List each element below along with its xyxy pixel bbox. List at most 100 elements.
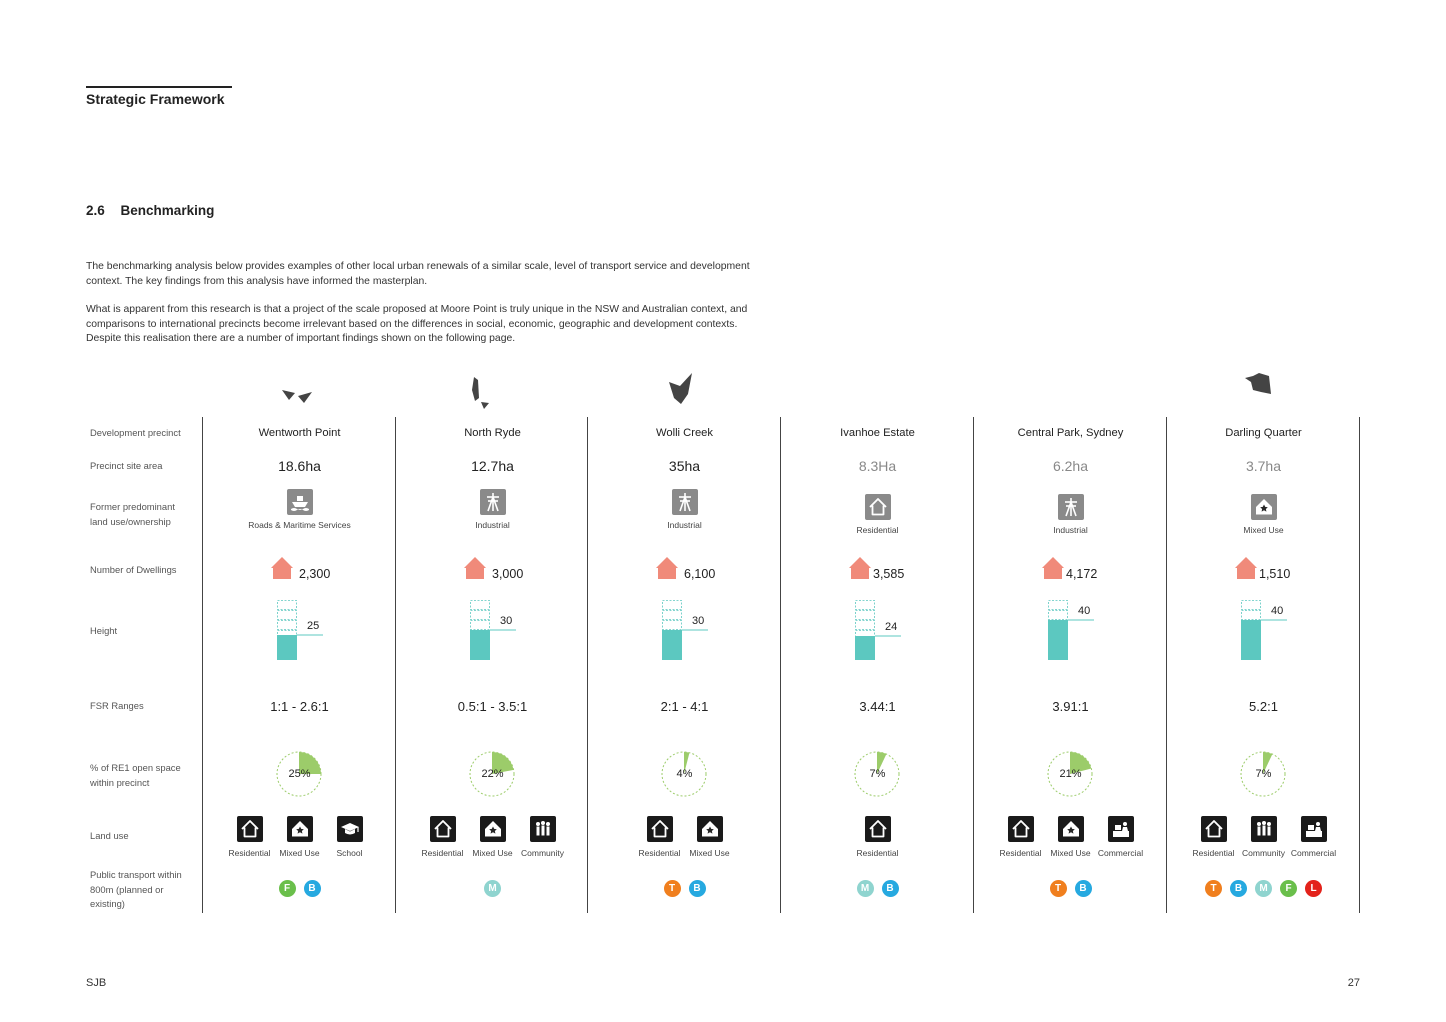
dwellings-value: 3,000 [492, 567, 524, 581]
transport-badge-t: T [1205, 880, 1222, 897]
dwelling-house-icon [656, 557, 678, 584]
transport-badge-t: T [1049, 880, 1067, 897]
transport-badge-b: B [303, 880, 321, 897]
precinct-name: Ivanhoe Estate [840, 427, 915, 439]
precinct-silhouette-icon [1167, 368, 1360, 412]
land-use-item: Commercial [1097, 816, 1144, 858]
land-use-item: Mixed Use [1049, 816, 1093, 858]
land-use-item: Community [1242, 816, 1286, 858]
precinct-name: North Ryde [464, 427, 521, 439]
house-icon [1007, 816, 1034, 842]
column-divider [780, 417, 781, 913]
precinct-silhouette-icon [588, 368, 781, 412]
open-space-pie [781, 360, 974, 820]
land-use-label: Commercial [1097, 848, 1144, 858]
precinct-silhouette-icon [396, 368, 589, 412]
land-use-row: Residential Mixed Use [588, 816, 781, 858]
transport-badge-m: M [1255, 880, 1272, 897]
row-label-dwellings: Number of Dwellings [90, 564, 177, 575]
dwellings-value: 1,510 [1259, 567, 1291, 581]
land-use-label: Residential [638, 848, 681, 858]
height-gauge [1241, 600, 1287, 660]
land-use-row: Residential [781, 816, 974, 858]
commercial-icon [1107, 816, 1134, 842]
land-use-item: Community [521, 816, 565, 858]
column-divider [587, 417, 588, 913]
dwellings-value: 6,100 [684, 567, 716, 581]
section-number: 2.6 [86, 203, 105, 218]
former-land-use-label: Industrial [1053, 525, 1088, 535]
fsr-range: 0.5:1 - 3.5:1 [457, 699, 528, 714]
land-use-label: Residential [228, 848, 271, 858]
open-space-value: 7% [869, 768, 886, 780]
column-divider [395, 417, 396, 913]
house-icon [429, 816, 456, 842]
height-gauge [277, 600, 323, 660]
precinct-area: 3.7ha [1245, 458, 1282, 474]
land-use-label: Mixed Use [279, 848, 320, 858]
precinct-area: 8.3Ha [858, 458, 897, 474]
former-land-use-label: Industrial [475, 520, 510, 530]
house-icon [236, 816, 263, 842]
precinct-name: Central Park, Sydney [1017, 427, 1124, 439]
precinct-name: Wolli Creek [656, 427, 713, 439]
land-use-label: Mixed Use [1050, 848, 1091, 858]
dwellings-value: 4,172 [1066, 567, 1098, 581]
transport-badge-l: L [1305, 880, 1322, 897]
transport-badge-f: F [278, 880, 296, 897]
dwelling-house-icon [271, 557, 293, 584]
land-use-label: Residential [421, 848, 464, 858]
land-use-item: Commercial [1290, 816, 1337, 858]
land-use-item: Mixed Use [471, 816, 515, 858]
former-house-icon [865, 494, 891, 520]
header-rule [86, 86, 232, 88]
transport-badge-t: T [663, 880, 681, 897]
open-space-value: 25% [288, 768, 311, 780]
transport-badge-b: B [881, 880, 899, 897]
land-use-item: Mixed Use [278, 816, 322, 858]
open-space-value: 4% [676, 768, 693, 780]
open-space-pie [203, 360, 396, 820]
row-label-former: Former predominant land use/ownership [90, 501, 175, 527]
open-space-value: 22% [481, 768, 504, 780]
land-use-label: Residential [1192, 848, 1235, 858]
school-icon [336, 816, 363, 842]
precinct-area: 6.2ha [1052, 458, 1089, 474]
land-use-item: Mixed Use [688, 816, 732, 858]
row-label-fsr: FSR Ranges [90, 700, 144, 711]
open-space-pie [974, 360, 1167, 820]
mixed-use-icon [479, 816, 506, 842]
transport-badge-b: B [688, 880, 706, 897]
mixed-use-icon [696, 816, 723, 842]
row-label-precinct: Development precinct [90, 427, 181, 438]
column-divider [202, 417, 203, 913]
former-land-use-label: Residential [856, 525, 899, 535]
intro-paragraph-2: What is apparent from this research is t… [86, 304, 748, 344]
house-icon [646, 816, 673, 842]
transport-badge-m: M [484, 880, 501, 897]
dwellings-value: 2,300 [299, 567, 331, 581]
transport-badge-b: B [1230, 880, 1247, 897]
fsr-range: 3.91:1 [1052, 699, 1089, 714]
commercial-icon [1300, 816, 1327, 842]
intro-paragraph-1: The benchmarking analysis below provides… [86, 261, 750, 287]
row-label-area: Precinct site area [90, 460, 163, 471]
row-label-transport: Public transport within 800m (planned or… [90, 869, 182, 909]
former-land-use-label: Roads & Maritime Services [248, 520, 351, 530]
mixed-use-icon [286, 816, 313, 842]
dwelling-house-icon [1042, 557, 1064, 584]
house-icon [1200, 816, 1227, 842]
land-use-label: Mixed Use [689, 848, 730, 858]
fsr-range: 5.2:1 [1249, 699, 1278, 714]
transport-badge-b: B [1074, 880, 1092, 897]
height-gauge [1048, 600, 1094, 660]
row-label-height: Height [90, 625, 118, 636]
land-use-label: Commercial [1290, 848, 1337, 858]
precinct-area: 35ha [668, 458, 701, 474]
height-gauge [662, 600, 708, 660]
land-use-item: Residential [228, 816, 272, 858]
land-use-label: School [336, 848, 363, 858]
